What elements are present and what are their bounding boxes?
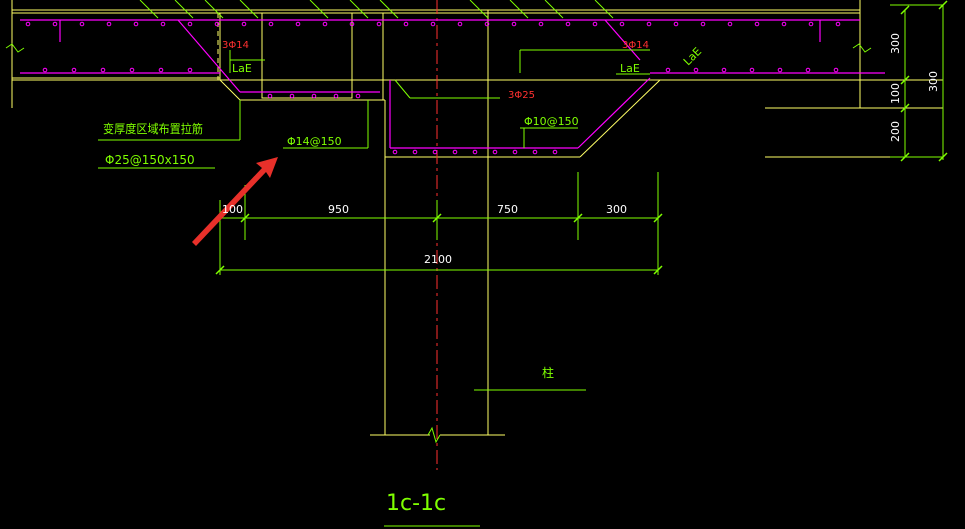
rebar-dot (721, 67, 727, 73)
rebar-dot (403, 21, 409, 27)
dim-950: 950 (328, 203, 349, 216)
rebar-dot (133, 21, 139, 27)
rebar-dot (268, 21, 274, 27)
rebar-label-3phi25: 3Φ25 (508, 90, 535, 101)
rebar-dot (42, 67, 48, 73)
rebar-dot (376, 21, 382, 27)
rebar-dot (452, 149, 458, 155)
rebar-dot (187, 67, 193, 73)
rebar-dot (241, 21, 247, 27)
rebar-dot (532, 149, 538, 155)
dimension-lines (219, 4, 944, 275)
rebar-dot (484, 21, 490, 27)
rebar-dot (129, 67, 135, 73)
rebar-dot (106, 21, 112, 27)
rebar-dot (781, 21, 787, 27)
rebar-dot (430, 21, 436, 27)
dim-right-300-top: 300 (889, 33, 902, 54)
rebar-dot (100, 67, 106, 73)
note-line-2: Φ25@150x150 (105, 153, 195, 167)
rebar-dot (333, 93, 339, 99)
rebar-dot (392, 149, 398, 155)
dim-750: 750 (497, 203, 518, 216)
hatch-leaders (139, 0, 614, 19)
rebar-dot (457, 21, 463, 27)
rebar-dot (432, 149, 438, 155)
rebar-dot (808, 21, 814, 27)
dim-right-200: 200 (889, 121, 902, 142)
rebar-dot (25, 21, 31, 27)
label-leaders (98, 49, 650, 527)
rebar-dot (565, 21, 571, 27)
rebar-dot (79, 21, 85, 27)
rebar-dot (727, 21, 733, 27)
rebar-dot (158, 67, 164, 73)
rebar-dot (472, 149, 478, 155)
rebar-label-3phi14-left: 3Φ14 (222, 40, 249, 51)
rebar-dot (322, 21, 328, 27)
rebar-dot (805, 67, 811, 73)
column-label: 柱 (542, 365, 554, 380)
rebar-dot (646, 21, 652, 27)
dim-right-300-outer: 300 (927, 71, 940, 92)
break-symbols (5, 43, 872, 444)
rebar-dots (25, 21, 841, 155)
rebar-dot (833, 67, 839, 73)
rebar-dot (355, 93, 361, 99)
dashed-lines (217, 13, 489, 157)
lae-label-left: LaE (232, 62, 252, 75)
rebar-label-phi10: Φ10@150 (524, 115, 579, 128)
section-title: 1c-1c (386, 491, 446, 516)
rebar-dot (511, 21, 517, 27)
rebar-dot (552, 149, 558, 155)
dim-right-100: 100 (889, 83, 902, 104)
rebar-dot (492, 149, 498, 155)
rebar-dot (754, 21, 760, 27)
rebar-dot (592, 21, 598, 27)
rebar-dot (835, 21, 841, 27)
rebar-dot (295, 21, 301, 27)
dim-2100: 2100 (424, 253, 452, 266)
rebar-dot (289, 93, 295, 99)
note-line-1: 变厚度区域布置拉筋 (103, 121, 203, 136)
rebar-dot (673, 21, 679, 27)
rebar-dot (693, 67, 699, 73)
dim-300: 300 (606, 203, 627, 216)
rebar-dot (52, 21, 58, 27)
rebar-dot (512, 149, 518, 155)
rebar-dot (749, 67, 755, 73)
rebar-dot (311, 93, 317, 99)
rebar-dot (214, 21, 220, 27)
rebar-dot (160, 21, 166, 27)
rebar-label-phi14: Φ14@150 (287, 135, 342, 148)
rebar-dot (619, 21, 625, 27)
rebar-dot (700, 21, 706, 27)
rebar-label-3phi14-right: 3Φ14 (622, 40, 649, 51)
rebar-dot (777, 67, 783, 73)
dim-100: 100 (222, 203, 243, 216)
rebar-dot (267, 93, 273, 99)
rebar-dot (349, 21, 355, 27)
lae-label-diagonal: LaE (681, 45, 704, 68)
rebar-dot (538, 21, 544, 27)
rebar-dot (412, 149, 418, 155)
rebar-dot (187, 21, 193, 27)
rebar-dot (71, 67, 77, 73)
lae-label-right: LaE (620, 62, 640, 75)
rebar-lines (20, 19, 885, 149)
rebar-dot (665, 67, 671, 73)
red-arrow-annotation (192, 157, 278, 246)
